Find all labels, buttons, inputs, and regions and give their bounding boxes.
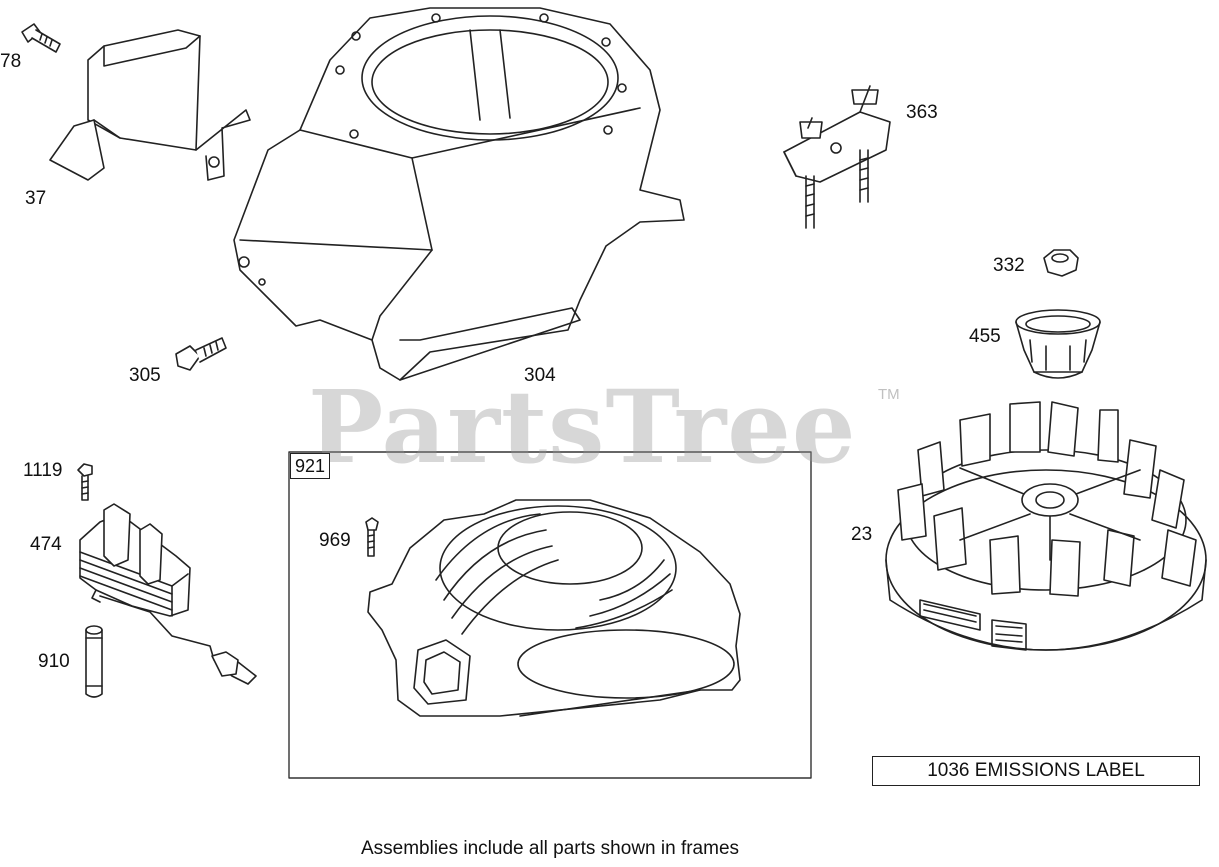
part-474-armature[interactable] [79, 503, 257, 685]
label-969[interactable]: 969 [319, 530, 351, 551]
part-969-screw[interactable] [365, 517, 379, 557]
label-474[interactable]: 474 [30, 534, 62, 555]
part-455-cup[interactable] [1015, 309, 1101, 379]
part-23-flywheel[interactable] [885, 401, 1207, 651]
part-363-bracket[interactable] [783, 85, 891, 229]
label-23[interactable]: 23 [851, 524, 873, 545]
label-455[interactable]: 455 [969, 326, 1001, 347]
part-921-shroud[interactable] [367, 499, 741, 717]
part-37-air-guide[interactable] [49, 29, 251, 181]
label-37[interactable]: 37 [25, 188, 47, 209]
emissions-label-text: 1036 EMISSIONS LABEL [927, 760, 1145, 781]
part-78-bolt[interactable] [21, 23, 61, 53]
frame-921 [288, 451, 812, 779]
part-910-spacer[interactable] [85, 625, 103, 698]
label-1119[interactable]: 1119 [23, 460, 63, 481]
label-363[interactable]: 363 [906, 102, 938, 123]
part-304-blower-housing[interactable] [233, 7, 685, 381]
label-921[interactable]: 921 [290, 453, 331, 479]
part-1119-screw[interactable] [77, 463, 93, 501]
trademark-mark: TM [878, 386, 900, 403]
footer-note: Assemblies include all parts shown in fr… [360, 838, 740, 859]
label-304[interactable]: 304 [524, 365, 556, 386]
label-305[interactable]: 305 [129, 365, 161, 386]
emissions-label-box[interactable]: 1036 EMISSIONS LABEL [872, 756, 1200, 786]
label-332[interactable]: 332 [993, 255, 1025, 276]
label-910[interactable]: 910 [38, 651, 70, 672]
part-305-bolt[interactable] [175, 337, 227, 371]
part-332-nut[interactable] [1043, 249, 1079, 277]
label-78[interactable]: 78 [0, 51, 22, 72]
